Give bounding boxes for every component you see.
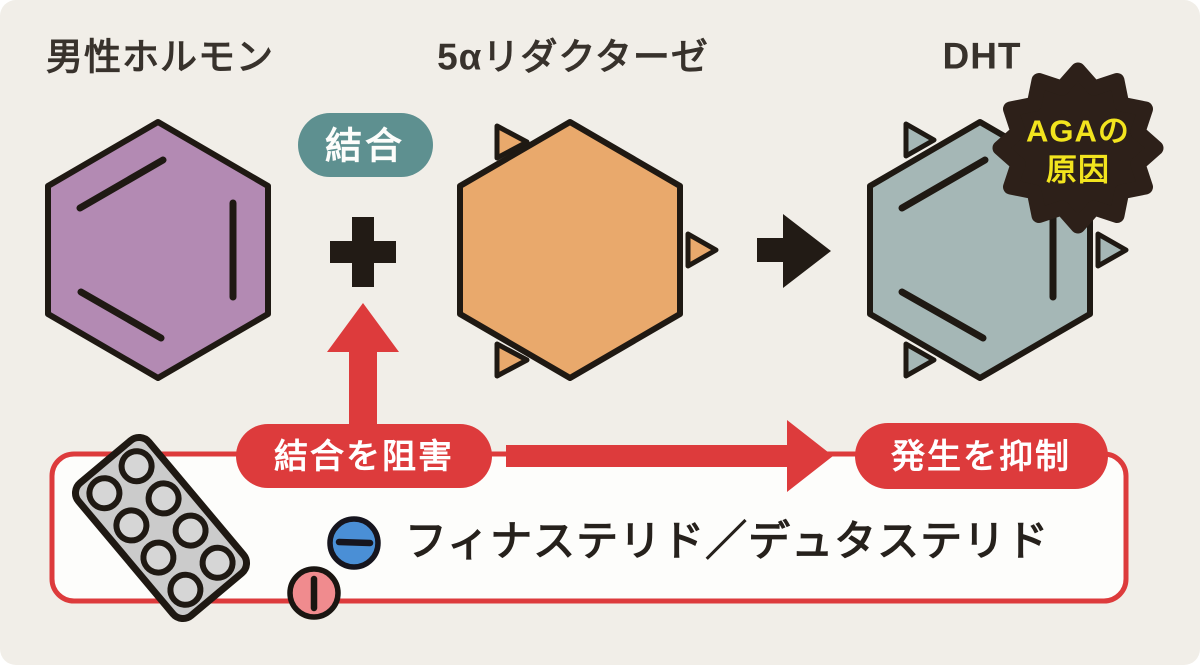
inhibit-binding-badge <box>236 424 492 488</box>
reductase-hexagon-shape <box>457 119 683 381</box>
pill-bubble <box>113 507 150 544</box>
binding-label: 結合 <box>325 126 405 167</box>
receptor-triangle <box>685 231 719 269</box>
blister-pack <box>71 433 251 623</box>
suppress-label: 発生を抑制 <box>891 438 1071 476</box>
starburst-shape <box>992 62 1164 234</box>
male-hormone-label: 男性ホルモン <box>46 37 274 78</box>
bond-line <box>77 288 165 342</box>
receptor-triangle <box>903 341 937 379</box>
drug-names-text: フィナステリド／デュタステリド <box>405 518 1049 565</box>
arrow-right-icon <box>757 214 831 288</box>
receptor-triangle <box>1095 231 1129 269</box>
binding-badge <box>298 113 433 177</box>
aga-cause-line2: 原因 <box>1046 153 1110 188</box>
inhibit-binding-label: 結合を阻害 <box>274 438 454 476</box>
male-hormone-hexagon-shape <box>45 119 271 381</box>
pill-bubble <box>140 539 177 576</box>
pill-bubble <box>167 571 204 608</box>
bond-line <box>76 156 167 212</box>
aga-cause-line1: AGAの <box>1026 114 1130 149</box>
pill-bubble <box>172 512 209 549</box>
dht-label: DHT <box>942 36 1021 77</box>
blue-pill-score-line <box>335 538 374 547</box>
aga-cause-starburst: AGAの 原因 <box>992 62 1164 234</box>
pill-bubble <box>145 480 182 517</box>
suppress-arrow <box>506 420 833 492</box>
bond-line <box>898 288 987 342</box>
reductase-label: 5αリダクターゼ <box>437 37 709 78</box>
receptor-triangle <box>494 123 530 161</box>
inhibit-up-arrow <box>327 303 399 428</box>
suppress-badge <box>855 423 1108 489</box>
male-hormone-hexagon <box>45 119 271 381</box>
pill-bubble <box>118 448 155 485</box>
plus-icon <box>330 217 396 287</box>
bond-line <box>898 156 989 212</box>
pill-bubble <box>86 475 123 512</box>
reductase-hexagon <box>457 119 719 381</box>
receptor-triangle <box>494 341 530 379</box>
receptor-triangle <box>903 121 937 159</box>
pill-bubble <box>199 544 236 581</box>
